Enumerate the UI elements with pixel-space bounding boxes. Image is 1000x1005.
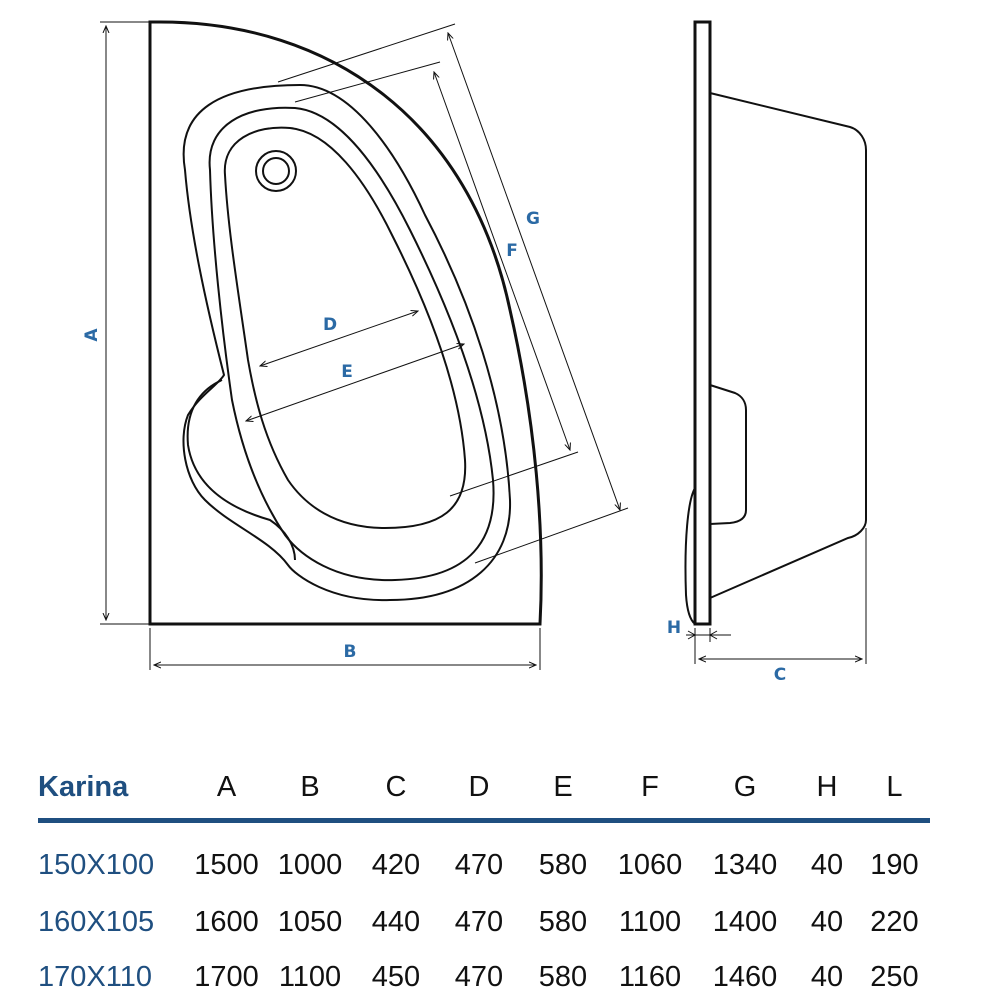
table-cell: 40: [810, 961, 844, 993]
table-cell: 1060: [617, 848, 683, 881]
tub-side-profile: [709, 92, 867, 599]
table-cell: 1500: [194, 848, 259, 881]
table-row: 170X110 1700 1100 450 470 580 1160 1460 …: [38, 950, 930, 1005]
table-cell: 420: [371, 848, 421, 881]
dim-d-label: D: [323, 315, 337, 335]
table-header-l: L: [859, 762, 930, 823]
dim-e-line: [246, 344, 464, 421]
table-header-e: E: [521, 762, 605, 823]
dim-g-line: [448, 33, 620, 510]
table-header-row: Karina A B C D E F G H L: [38, 762, 930, 823]
dim-g-ext-bottom: [474, 507, 629, 564]
table-cell: 220: [870, 906, 919, 938]
table-cell: 1100: [618, 906, 682, 938]
bathtub-technical-drawing: A B D E F G H C: [82, 20, 867, 685]
dim-b-label: B: [344, 642, 357, 662]
table-cell-model: 150X100: [38, 848, 155, 881]
table-cell: 250: [870, 961, 919, 993]
dim-a-label: A: [82, 328, 102, 342]
table-cell: 1340: [712, 848, 778, 881]
table-header-c: C: [355, 762, 437, 823]
table-cell: 440: [371, 906, 421, 938]
tub-basin-floor: [223, 126, 467, 530]
table-header-a: A: [188, 762, 265, 823]
table-cell: 470: [454, 848, 504, 881]
tub-top-outline: [148, 20, 543, 626]
drain-inner: [262, 157, 290, 185]
table-header-b: B: [265, 762, 355, 823]
dim-h-arrow-right: [708, 630, 718, 640]
table-header-h: H: [795, 762, 859, 823]
table-header-d: D: [437, 762, 521, 823]
dim-c-label: C: [774, 665, 786, 685]
tub-rim-outer: [182, 83, 512, 602]
table-cell-model: 170X110: [38, 961, 152, 993]
table-cell: 1000: [277, 848, 343, 881]
table-header-g: G: [695, 762, 795, 823]
dimension-table: Karina A B C D E F G H L 150X100 1500 10…: [38, 762, 930, 1005]
table-cell: 40: [810, 848, 844, 881]
table-header-f: F: [605, 762, 695, 823]
side-panel: [693, 20, 712, 626]
dim-g-label: G: [526, 209, 540, 229]
table-cell: 1400: [712, 906, 778, 938]
table-cell: 40: [810, 906, 844, 938]
table-row: 160X105 1600 1050 440 470 580 1100 1400 …: [38, 895, 930, 950]
tub-basin-rim: [208, 106, 495, 582]
table-cell: 470: [454, 906, 504, 938]
dim-h-label: H: [667, 618, 681, 638]
table-cell: 190: [870, 848, 919, 881]
dim-e-label: E: [341, 362, 353, 382]
drain-outer: [255, 150, 297, 192]
table-cell-model: 160X105: [38, 906, 155, 938]
table-cell: 580: [538, 848, 588, 881]
table-cell: 1700: [194, 961, 259, 993]
tub-headrest: [186, 379, 296, 561]
table-cell: 1050: [277, 906, 343, 938]
table-header-model: Karina: [38, 762, 188, 823]
table-cell: 1600: [194, 906, 259, 938]
table-cell: 450: [371, 961, 421, 993]
tub-side-seat: [709, 384, 747, 525]
table-cell: 1160: [618, 961, 682, 993]
tub-side-foot: [684, 487, 696, 625]
table-cell: 1100: [278, 961, 342, 993]
dim-d-line: [260, 311, 418, 366]
dim-g-ext-top: [277, 23, 456, 83]
dim-f-ext-bottom: [449, 451, 579, 497]
table-cell: 1460: [712, 961, 778, 993]
table-cell: 580: [538, 906, 588, 938]
table-cell: 580: [538, 961, 588, 993]
table-row: 150X100 1500 1000 420 470 580 1060 1340 …: [38, 821, 930, 896]
table-cell: 470: [454, 961, 504, 993]
dim-h-arrow-left: [687, 630, 697, 640]
dim-f-ext-top: [294, 61, 441, 103]
dim-f-label: F: [506, 241, 518, 261]
